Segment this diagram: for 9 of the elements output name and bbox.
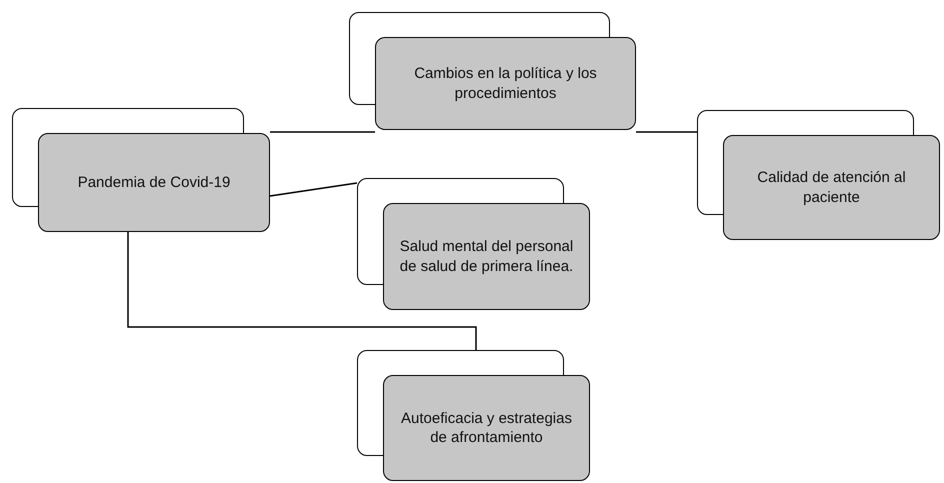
connector-line [270,182,358,197]
box-label: Autoeficacia y estrategias de afrontamiento [400,408,573,448]
box-label: Cambios en la política y los procedimientos [413,64,598,103]
connector-line [270,131,375,133]
box-label: Salud mental del personal de salud de primera línea. [398,237,574,276]
box-label: Pandemia de Covid-19 [78,172,230,192]
box-label: Calidad de atención al paciente [756,168,907,207]
connector-line [636,131,697,133]
connector-line [127,232,477,350]
